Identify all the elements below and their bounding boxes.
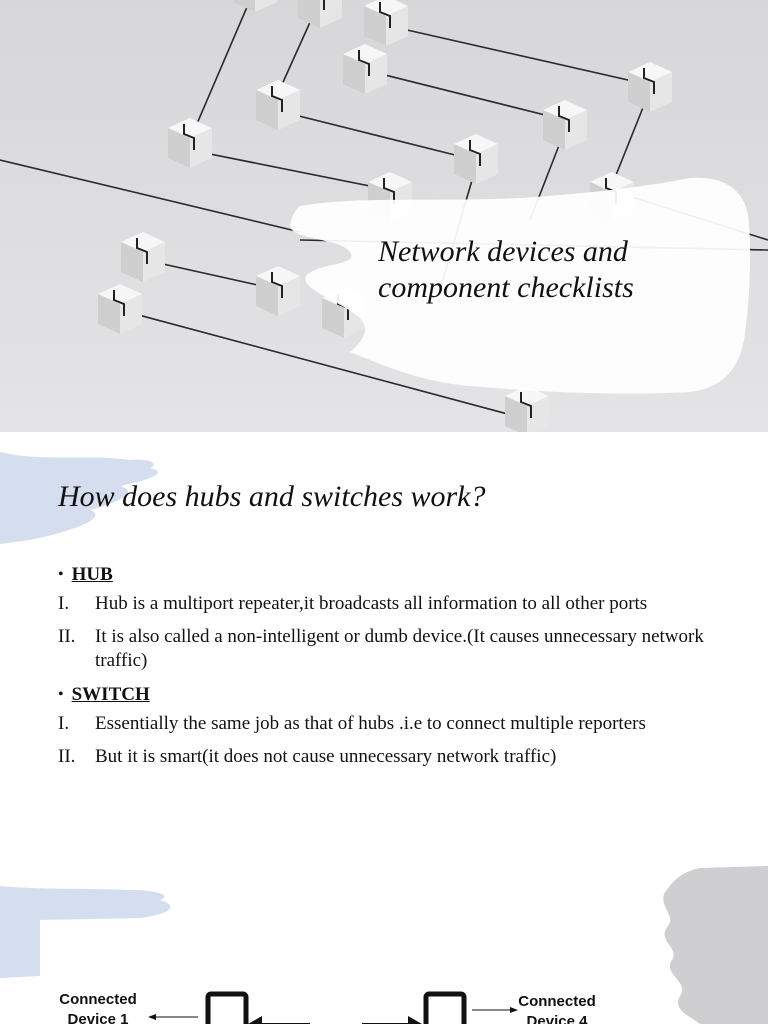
- list-item: II. It is also called a non-intelligent …: [58, 625, 748, 673]
- arrow-left-icon: [148, 1014, 156, 1020]
- brush-decoration-blue: [0, 886, 171, 978]
- item-number: II.: [58, 746, 76, 767]
- slide-title-line-1: Network devices and: [378, 235, 628, 268]
- hub-switch-slide: How does hubs and switches work? • HUB I…: [0, 432, 768, 864]
- list-item: I. Hub is a multiport repeater,it broadc…: [58, 592, 748, 616]
- slide-heading: How does hubs and switches work?: [58, 480, 486, 513]
- device-box-left: [205, 991, 249, 1024]
- list-item: I. Essentially the same job as that of h…: [58, 712, 748, 736]
- item-text: It is also called a non-intelligent or d…: [95, 626, 704, 671]
- brush-decoration: [0, 452, 159, 544]
- section-heading-hub: HUB: [71, 564, 113, 585]
- label-line: Connected: [518, 993, 596, 1010]
- item-number: II.: [58, 626, 76, 647]
- diagram-slide: Connected Device 1 Connected Device 4: [0, 864, 768, 1024]
- title-slide: Network devices and component checklists: [0, 0, 768, 432]
- switch-diagram: [0, 866, 768, 1024]
- slide-title: Network devices and component checklists: [378, 234, 738, 306]
- bullet-content: • HUB I. Hub is a multiport repeater,it …: [58, 562, 748, 778]
- arrow-left-icon: [248, 1016, 262, 1024]
- arrow-right-icon: [408, 1016, 422, 1024]
- brush-decoration-gray: [663, 866, 768, 1024]
- section-switch: • SWITCH: [58, 682, 748, 708]
- label-line: Connected: [59, 991, 137, 1008]
- item-number: I.: [58, 593, 70, 614]
- bullet-dot: •: [58, 686, 64, 703]
- label-line: Device 4: [526, 1013, 588, 1024]
- item-text: Essentially the same job as that of hubs…: [95, 713, 646, 734]
- section-hub: • HUB: [58, 562, 748, 588]
- connected-device-4-label: Connected Device 4: [516, 992, 598, 1024]
- connected-device-1-label: Connected Device 1: [58, 990, 138, 1024]
- list-item: II. But it is smart(it does not cause un…: [58, 745, 748, 769]
- label-line: Device 1: [67, 1011, 129, 1024]
- section-heading-switch: SWITCH: [71, 684, 150, 705]
- item-number: I.: [58, 713, 70, 734]
- network-cubes-illustration: [0, 0, 768, 432]
- bullet-dot: •: [58, 566, 64, 583]
- item-text: Hub is a multiport repeater,it broadcast…: [95, 593, 648, 614]
- device-box-right: [423, 991, 467, 1024]
- item-text: But it is smart(it does not cause unnece…: [95, 746, 557, 767]
- arrow-right-icon: [510, 1007, 518, 1013]
- slide-title-line-2: component checklists: [378, 271, 634, 304]
